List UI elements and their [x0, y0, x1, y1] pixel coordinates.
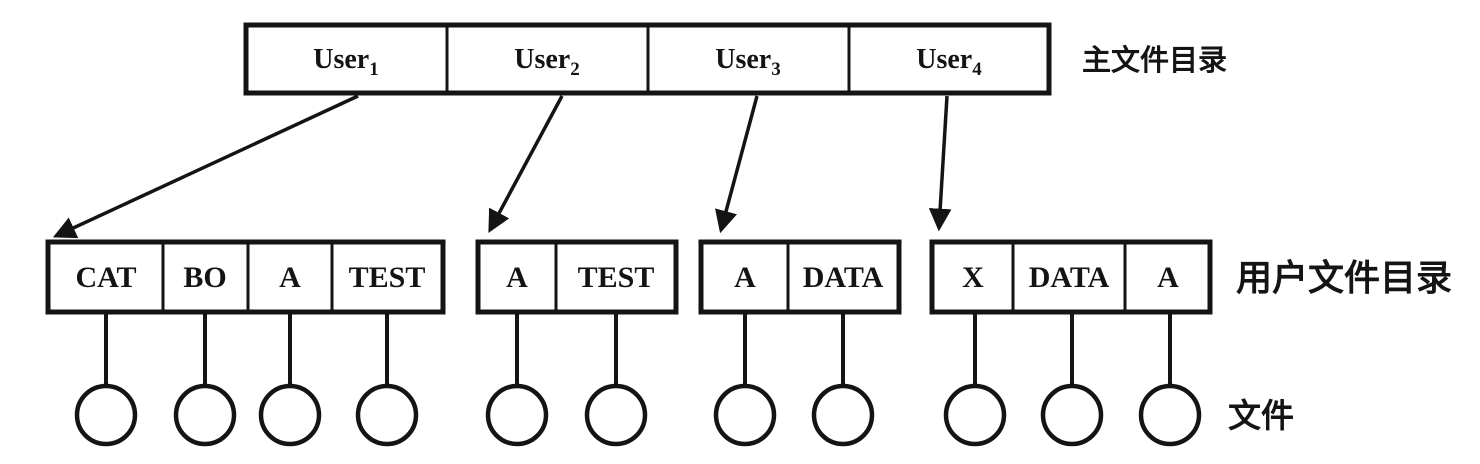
- user-directory-1-box: [45, 239, 446, 315]
- master-entry-user1: User1: [313, 44, 378, 80]
- master-entry-user3: User3: [715, 44, 780, 80]
- files-user4: [943, 312, 1202, 447]
- file-circle: [173, 383, 237, 447]
- user-directory-4: X DATA A: [929, 239, 1213, 315]
- directory-entry: X: [962, 261, 984, 294]
- master-directory: User1 User2 User3 User4: [243, 22, 1052, 96]
- arrow-user4-to-directory: [928, 95, 952, 232]
- files-user1: [74, 312, 419, 447]
- arrow-user3-to-directory: [715, 95, 759, 234]
- arrow-user1-to-directory: [52, 94, 359, 239]
- arrow-user2-to-directory: [488, 95, 564, 234]
- directory-entry: A: [734, 261, 756, 294]
- directory-entry: A: [506, 261, 528, 294]
- file-circle: [713, 383, 777, 447]
- user-directory-2: A TEST: [475, 239, 679, 315]
- directory-entry: TEST: [349, 261, 426, 294]
- directory-entry: DATA: [1029, 261, 1110, 294]
- file-circle: [258, 383, 322, 447]
- directory-entry: TEST: [578, 261, 655, 294]
- directory-entry: A: [1157, 261, 1179, 294]
- files-user2: [485, 312, 648, 447]
- user-directory-4-box: [929, 239, 1213, 315]
- master-entry-user4: User4: [916, 44, 982, 80]
- file-circle: [811, 383, 875, 447]
- user-directory-1: CAT BO A TEST: [45, 239, 446, 315]
- file-circle: [584, 383, 648, 447]
- directory-entry: DATA: [803, 261, 884, 294]
- file-circle: [485, 383, 549, 447]
- user-directory-label: 用户文件目录: [1236, 258, 1452, 298]
- file-circle: [355, 383, 419, 447]
- master-directory-label: 主文件目录: [1082, 43, 1227, 77]
- user-directory-3-box: [698, 239, 902, 315]
- file-circle: [943, 383, 1007, 447]
- user-directory-3: A DATA: [698, 239, 902, 315]
- directory-entry: A: [279, 261, 301, 294]
- file-circle: [1040, 383, 1104, 447]
- master-entry-user2: User2: [514, 44, 579, 80]
- files-user3: [713, 312, 875, 447]
- directory-entry: CAT: [75, 261, 136, 294]
- directory-entry: BO: [183, 261, 226, 294]
- file-circle: [1138, 383, 1202, 447]
- file-label: 文件: [1228, 398, 1294, 435]
- user-directory-2-box: [475, 239, 679, 315]
- file-circle: [74, 383, 138, 447]
